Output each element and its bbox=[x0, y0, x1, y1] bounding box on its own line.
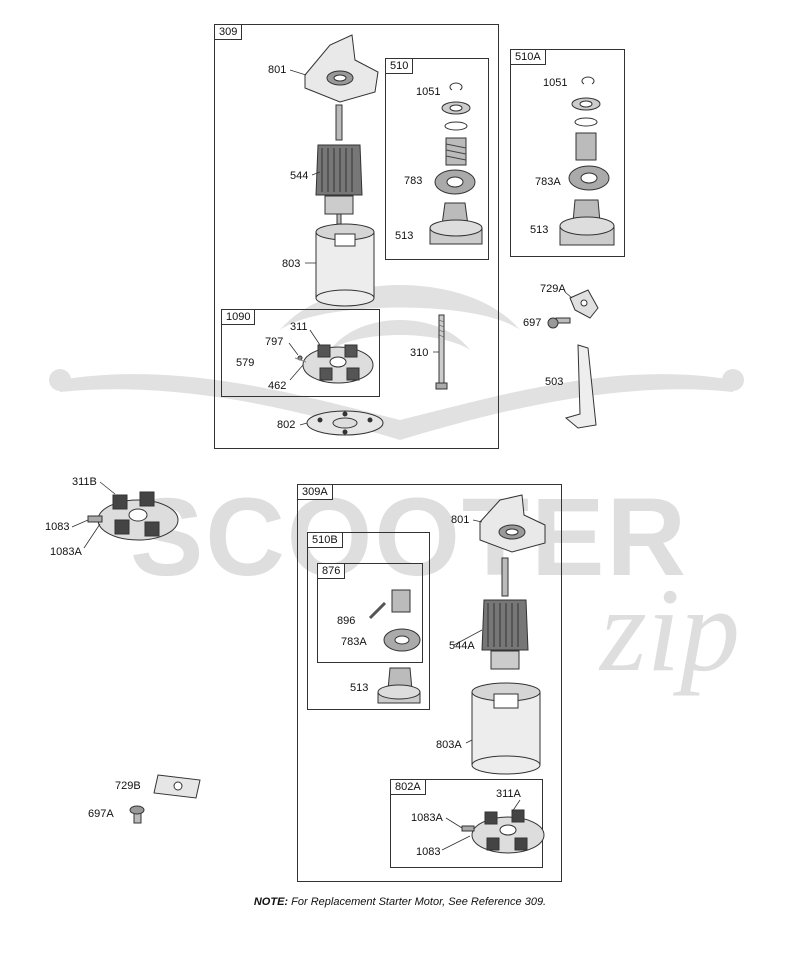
part-876-drawing bbox=[368, 589, 421, 652]
part-803A-drawing bbox=[471, 682, 541, 775]
part-label-544: 544 bbox=[290, 170, 309, 182]
part-label-783A: 783A bbox=[535, 176, 561, 188]
watermark-brand-script: zip bbox=[598, 563, 740, 696]
part-544A-drawing bbox=[481, 557, 529, 670]
group-box-510A: 510A bbox=[510, 49, 625, 257]
part-label-544A: 544A bbox=[449, 640, 475, 652]
part-label-503: 503 bbox=[545, 376, 564, 388]
part-label-311A: 311A bbox=[496, 788, 521, 800]
group-tag-1090: 1090 bbox=[221, 309, 256, 325]
part-label-513-510B: 513 bbox=[350, 682, 369, 694]
replacement-note: NOTE: For Replacement Starter Motor, See… bbox=[0, 896, 800, 908]
part-label-801: 801 bbox=[268, 64, 287, 76]
part-label-729A: 729A bbox=[540, 283, 566, 295]
part-513c-drawing bbox=[377, 667, 421, 704]
part-311B-drawing bbox=[87, 491, 179, 541]
group-tag-309A: 309A bbox=[297, 484, 333, 500]
group-box-510B: 510B bbox=[307, 532, 430, 710]
group-tag-309: 309 bbox=[214, 24, 243, 40]
note-text: For Replacement Starter Motor, See Refer… bbox=[291, 896, 547, 908]
part-697A-drawing bbox=[129, 805, 145, 824]
part-label-783A-876: 783A bbox=[341, 636, 367, 648]
part-729A-drawing bbox=[569, 289, 599, 319]
part-label-311B: 311B bbox=[72, 476, 97, 488]
part-510A-drawing bbox=[559, 76, 615, 246]
part-802-drawing bbox=[306, 410, 384, 436]
part-label-462: 462 bbox=[268, 380, 287, 392]
part-803-drawing bbox=[315, 223, 375, 307]
part-801b-drawing bbox=[479, 494, 546, 553]
part-label-797: 797 bbox=[265, 336, 284, 348]
part-label-1083-802A: 1083 bbox=[416, 846, 441, 858]
part-label-783: 783 bbox=[404, 175, 423, 187]
part-label-801-309A: 801 bbox=[451, 514, 470, 526]
part-label-1051: 1051 bbox=[416, 86, 441, 98]
part-label-513-510A: 513 bbox=[530, 224, 549, 236]
part-label-310: 310 bbox=[410, 347, 429, 359]
group-tag-802A: 802A bbox=[390, 779, 426, 795]
part-label-896: 896 bbox=[337, 615, 356, 627]
group-tag-876: 876 bbox=[317, 563, 346, 579]
part-label-1083A: 1083A bbox=[50, 546, 82, 558]
group-box-802A: 802A bbox=[390, 779, 543, 868]
part-label-803A: 803A bbox=[436, 739, 462, 751]
part-label-1083: 1083 bbox=[45, 521, 70, 533]
watermark-brand: SCOOTER bbox=[130, 476, 688, 599]
part-510-drawing bbox=[429, 82, 483, 245]
part-801-drawing bbox=[304, 34, 379, 103]
part-697-drawing bbox=[547, 317, 571, 329]
group-tag-510B: 510B bbox=[307, 532, 343, 548]
part-1090-drawing bbox=[294, 344, 374, 384]
part-label-697: 697 bbox=[523, 317, 542, 329]
group-box-510: 510 bbox=[385, 58, 489, 260]
part-label-729B: 729B bbox=[115, 780, 141, 792]
part-label-1083A-802A: 1083A bbox=[411, 812, 443, 824]
part-310-drawing bbox=[435, 314, 448, 390]
part-label-1051-510A: 1051 bbox=[543, 77, 568, 89]
part-802A-drawing bbox=[461, 809, 545, 854]
part-label-802: 802 bbox=[277, 419, 296, 431]
part-label-579: 579 bbox=[236, 357, 255, 369]
part-544-drawing bbox=[315, 104, 363, 225]
group-box-876: 876 bbox=[317, 563, 423, 663]
group-box-1090: 1090 bbox=[221, 309, 380, 397]
group-tag-510: 510 bbox=[385, 58, 414, 74]
part-label-803: 803 bbox=[282, 258, 301, 270]
part-729B-drawing bbox=[153, 774, 201, 799]
part-label-697A: 697A bbox=[88, 808, 114, 820]
part-label-311: 311 bbox=[290, 321, 308, 333]
part-503-drawing bbox=[564, 344, 597, 429]
group-tag-510A: 510A bbox=[510, 49, 546, 65]
group-box-309: 309 bbox=[214, 24, 499, 449]
note-prefix: NOTE: bbox=[253, 896, 289, 908]
part-label-513: 513 bbox=[395, 230, 414, 242]
group-box-309A: 309A bbox=[297, 484, 562, 882]
